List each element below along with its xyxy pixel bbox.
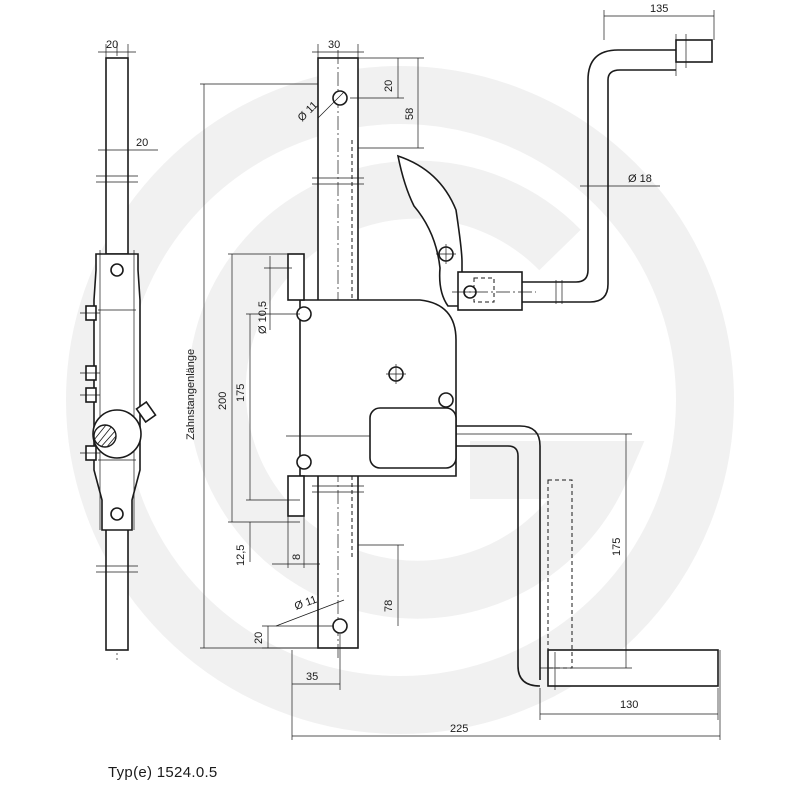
dim-bar-width: 30 xyxy=(328,39,340,51)
dim-crank-offset-175: 175 xyxy=(611,538,623,556)
dim-bottom-78: 78 xyxy=(383,600,395,612)
dim-offset-12-5: 12,5 xyxy=(235,545,247,566)
lower-crank xyxy=(369,407,719,690)
dim-width-8: 8 xyxy=(291,554,303,560)
dim-side-mid-width: 20 xyxy=(136,137,148,149)
dim-bottom-20: 20 xyxy=(253,632,265,644)
dim-bracket-200: 200 xyxy=(217,392,229,410)
pawl xyxy=(396,154,463,307)
side-view xyxy=(80,42,158,660)
dim-bracket-175: 175 xyxy=(235,384,247,402)
dim-top-offset-58: 58 xyxy=(404,108,416,120)
dim-width-35: 35 xyxy=(306,671,318,683)
dim-crank-handle-130: 130 xyxy=(620,699,638,711)
bracket-housing xyxy=(286,253,457,517)
dim-crank-top-length: 135 xyxy=(650,3,668,15)
dim-overall-225: 225 xyxy=(450,723,468,735)
dim-crank-diameter: Ø 18 xyxy=(628,173,652,185)
dim-rack-length-label: Zahnstangenlänge xyxy=(185,349,197,440)
dim-top-offset: 20 xyxy=(383,80,395,92)
upper-crank xyxy=(452,34,713,311)
dim-side-top-width: 20 xyxy=(106,39,118,51)
dim-hole-bottom: Ø 11 xyxy=(293,594,319,613)
dim-bracket-hole: Ø 10,5 xyxy=(257,301,269,334)
type-label: Typ(e) 1524.0.5 xyxy=(108,764,218,781)
